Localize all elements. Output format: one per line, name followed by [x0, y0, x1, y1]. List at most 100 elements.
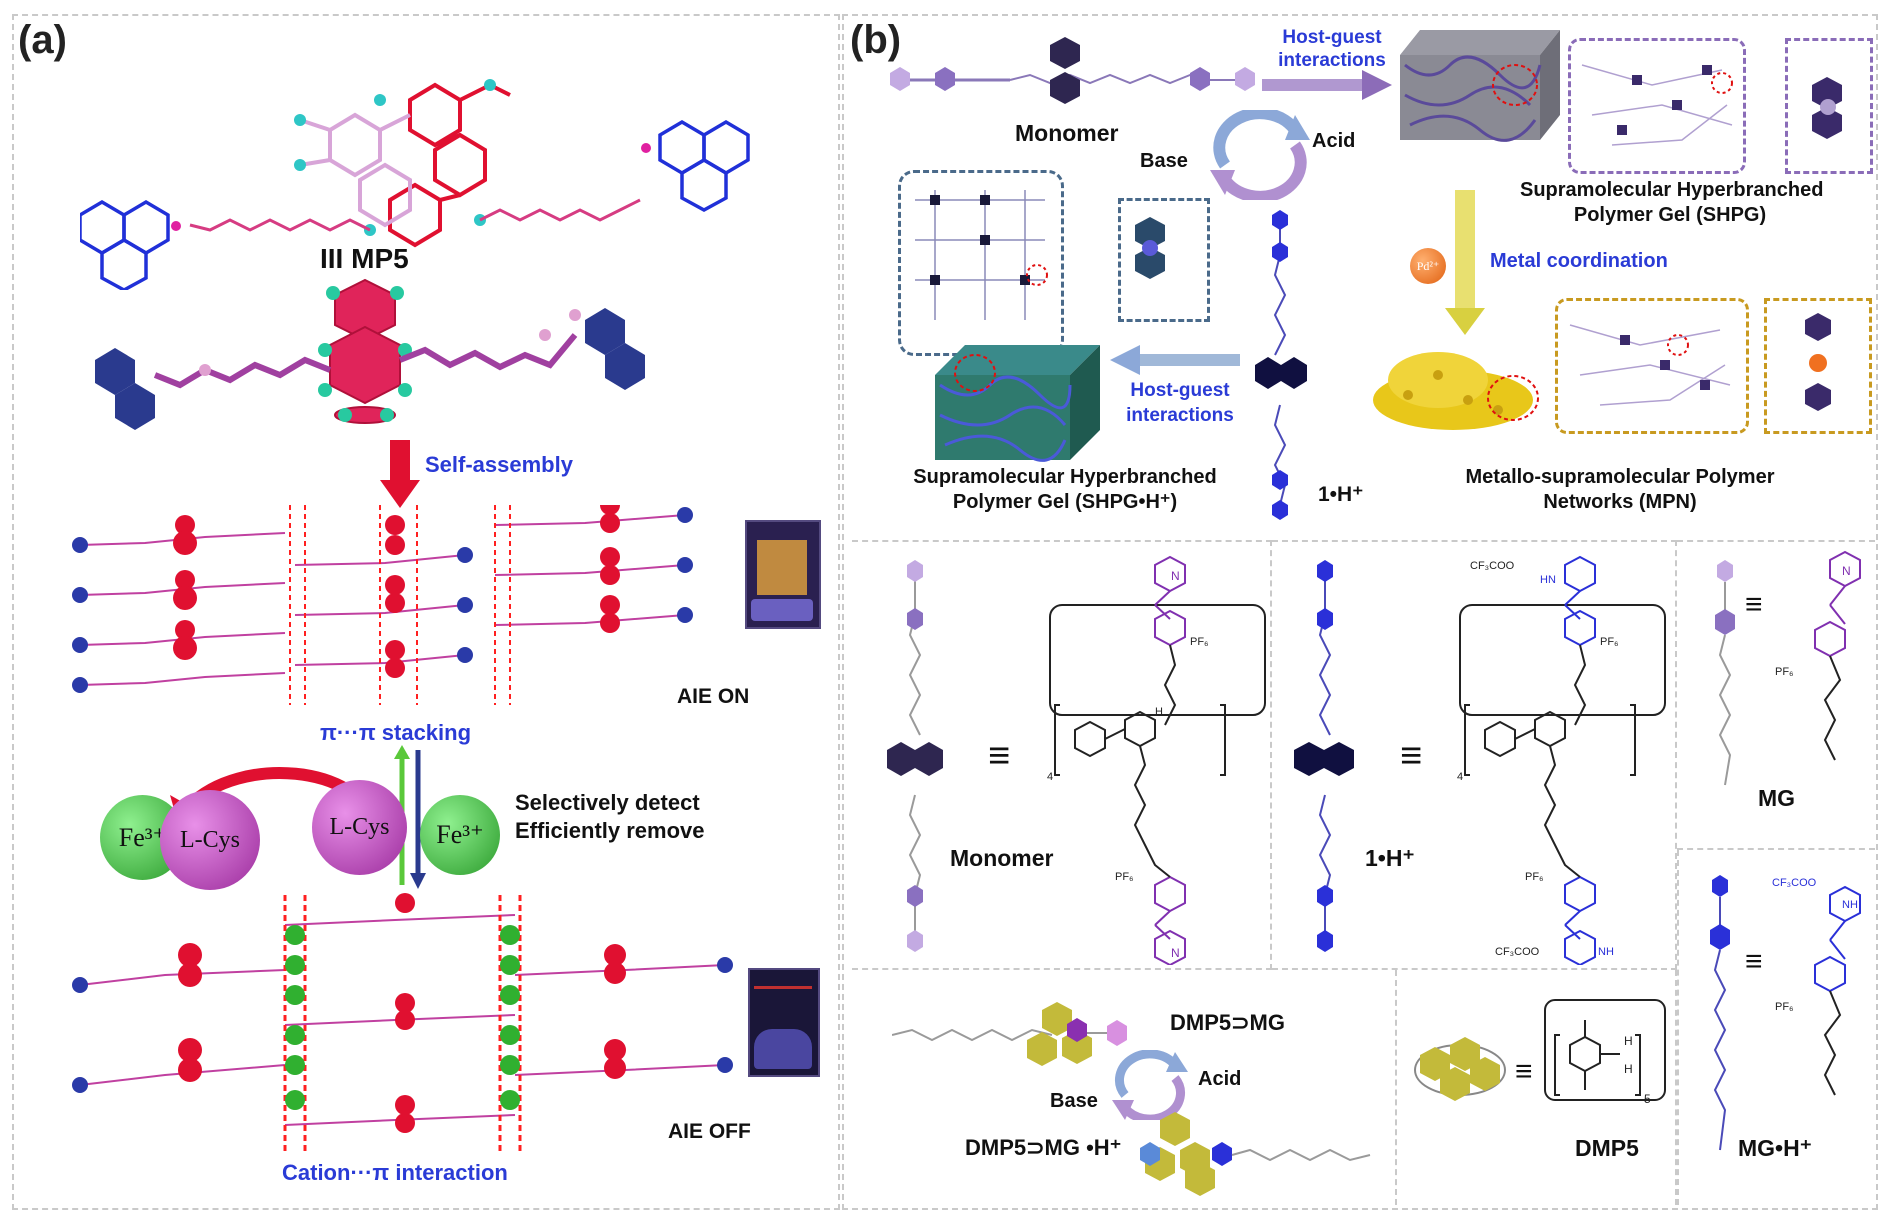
- mgh-nh: NH: [1842, 899, 1858, 911]
- mpn-line2: Networks (MPN): [1543, 491, 1697, 513]
- one-h-cell-label: 1•H⁺: [1365, 845, 1415, 871]
- mgh-pf6: PF₆: [1775, 1001, 1794, 1013]
- dmp5-label: DMP5: [1575, 1135, 1639, 1161]
- dmp5-h-top: H: [1624, 1034, 1633, 1048]
- aie-on-assembly: [72, 505, 693, 705]
- dmp5-acid-base-cycle: [1112, 1050, 1188, 1120]
- one-h-hn-top: HN: [1540, 574, 1556, 586]
- mg-n-top: N: [1842, 564, 1851, 578]
- dmp5-3d: [1414, 1037, 1506, 1101]
- one-h-vertical-chain: [1294, 560, 1354, 952]
- mp5-label: III MP5: [320, 243, 409, 274]
- aie-on-vial: [745, 520, 821, 629]
- fe-ion-ball-free: Fe³⁺: [420, 795, 500, 875]
- one-h-nh-bottom: NH: [1598, 946, 1614, 958]
- base-label: Base: [1140, 150, 1188, 172]
- host-guest-bottom-arrow: [1110, 345, 1240, 375]
- mg-label: MG: [1758, 785, 1796, 811]
- panel-b-label: (b): [850, 18, 902, 62]
- dmp5-chem-structure: H H 5: [1544, 999, 1666, 1106]
- host-guest-top-line1: Host-guest: [1282, 27, 1382, 48]
- one-h-cf3coo-top: CF₃COO: [1470, 560, 1515, 572]
- self-assembly-arrow: [380, 440, 420, 508]
- monomer-cell-label: Monomer: [950, 845, 1054, 871]
- shpg-zoom-box-2: [1785, 38, 1873, 174]
- host-guest-top-arrow: [1262, 70, 1392, 100]
- acid-label: Acid: [1312, 130, 1356, 152]
- dmp5-equiv: ≡: [1515, 1055, 1533, 1088]
- host-guest-bottom-label: Host-guest interactions: [1110, 378, 1250, 428]
- host-guest-bottom-line2: interactions: [1126, 405, 1234, 426]
- panel-a: [12, 14, 840, 1210]
- dmp5-sub5: 5: [1644, 1092, 1651, 1106]
- mg-chain: [1715, 560, 1735, 786]
- aie-off-vial: [748, 968, 820, 1077]
- detect-line1: Selectively detect: [515, 790, 700, 815]
- dmp5-mgh-complex: [1140, 1112, 1371, 1196]
- cell-dmp5-cycle: [852, 970, 1397, 1205]
- cell-mg: [1677, 540, 1875, 850]
- shpg-line1: Supramolecular Hyperbranched: [1520, 179, 1824, 201]
- shpgh-line2: Polymer Gel (SHPG•H⁺): [952, 491, 1178, 513]
- monomer-vertical-chain: [887, 560, 943, 952]
- metal-coordination-arrow: [1445, 190, 1485, 335]
- monomer-label: Monomer: [1015, 120, 1119, 146]
- dmp5-mgh-label: DMP5⊃MG •H⁺: [965, 1135, 1122, 1160]
- lcys-ball-free: L-Cys: [312, 780, 407, 875]
- reversible-arrows: [394, 745, 426, 889]
- monomer-n-top: N: [1171, 569, 1180, 583]
- mgh-chem-structure: CF₃COO NH PF₆: [1772, 877, 1861, 1096]
- one-h-pf6-bottom: PF₆: [1525, 871, 1544, 883]
- shpgh-gel-block: [935, 345, 1100, 462]
- pd-ion: Pd²⁺: [1410, 248, 1446, 284]
- cell-monomer: [852, 540, 1272, 970]
- one-h-pf6-top: PF₆: [1600, 636, 1619, 648]
- fe-ion-text: Fe³⁺: [118, 822, 167, 852]
- one-h-cf3coo-bottom: CF₃COO: [1495, 946, 1540, 958]
- panel-a-label: (a): [18, 18, 67, 62]
- base2-label: Base: [1050, 1090, 1098, 1112]
- one-h-label: 1•H⁺: [1318, 483, 1364, 506]
- shpgh-label: Supramolecular Hyperbranched Polymer Gel…: [900, 465, 1230, 515]
- dmp5-mg-complex: [892, 1002, 1127, 1066]
- mpn-gold-particles: [1373, 352, 1539, 430]
- mgh-label: MG•H⁺: [1738, 1135, 1812, 1161]
- mgh-equiv: ≡: [1745, 945, 1763, 978]
- monomer-sub4: 4: [1047, 771, 1053, 783]
- cation-pi-label: Cation···π interaction: [282, 1160, 508, 1185]
- dmp5-mg-label: DMP5⊃MG: [1170, 1010, 1285, 1035]
- shpgh-line1: Supramolecular Hyperbranched: [913, 466, 1217, 488]
- one-h-equiv: ≡: [1400, 735, 1423, 777]
- self-assembly-label: Self-assembly: [425, 452, 573, 477]
- lcys-ball-bound: L-Cys: [160, 790, 260, 890]
- cell-mgh: [1677, 850, 1875, 1205]
- host-guest-bottom-line1: Host-guest: [1130, 380, 1230, 401]
- aie-off-label: AIE OFF: [668, 1120, 751, 1143]
- panel-b: [842, 14, 1878, 1210]
- cell-one-h: [1272, 540, 1677, 970]
- aie-off-assembly: [72, 893, 733, 1155]
- detect-line2: Efficiently remove: [515, 818, 705, 843]
- mg-pf6: PF₆: [1775, 666, 1794, 678]
- shpg-zoom-box: [1568, 38, 1746, 174]
- shpg-label: Supramolecular Hyperbranched Polymer Gel…: [1520, 178, 1824, 228]
- shpgh-zoom-box-2: [1118, 198, 1210, 322]
- cell-dmp5: [1397, 970, 1677, 1205]
- mpn-line1: Metallo-supramolecular Polymer: [1465, 466, 1775, 488]
- one-h-chem-structure: CF₃COO HN PF₆ PF₆ CF₃COO NH 4: [1457, 555, 1666, 965]
- mpn-zoom-box: [1555, 298, 1749, 434]
- shpg-line2: Polymer Gel (SHPG): [1573, 204, 1767, 226]
- one-h-sub4: 4: [1457, 771, 1463, 783]
- lcys-text-free: L-Cys: [329, 814, 390, 840]
- lcys-text-bound: L-Cys: [180, 826, 240, 853]
- mgh-chain: [1710, 875, 1730, 1151]
- mpn-zoom-box-2: [1764, 298, 1872, 434]
- mp5-chemical-structure: [80, 79, 750, 290]
- mg-chem-structure: N PF₆: [1775, 550, 1861, 761]
- pd-ion-text: Pd²⁺: [1416, 258, 1440, 273]
- shpgh-network-detail: [915, 190, 1165, 320]
- shpg-network-detail: [1581, 64, 1842, 146]
- host-guest-top-line2: interactions: [1278, 50, 1386, 71]
- dmp5-h-bottom: H: [1624, 1062, 1633, 1076]
- fe-ion-text-free: Fe³⁺: [436, 820, 484, 849]
